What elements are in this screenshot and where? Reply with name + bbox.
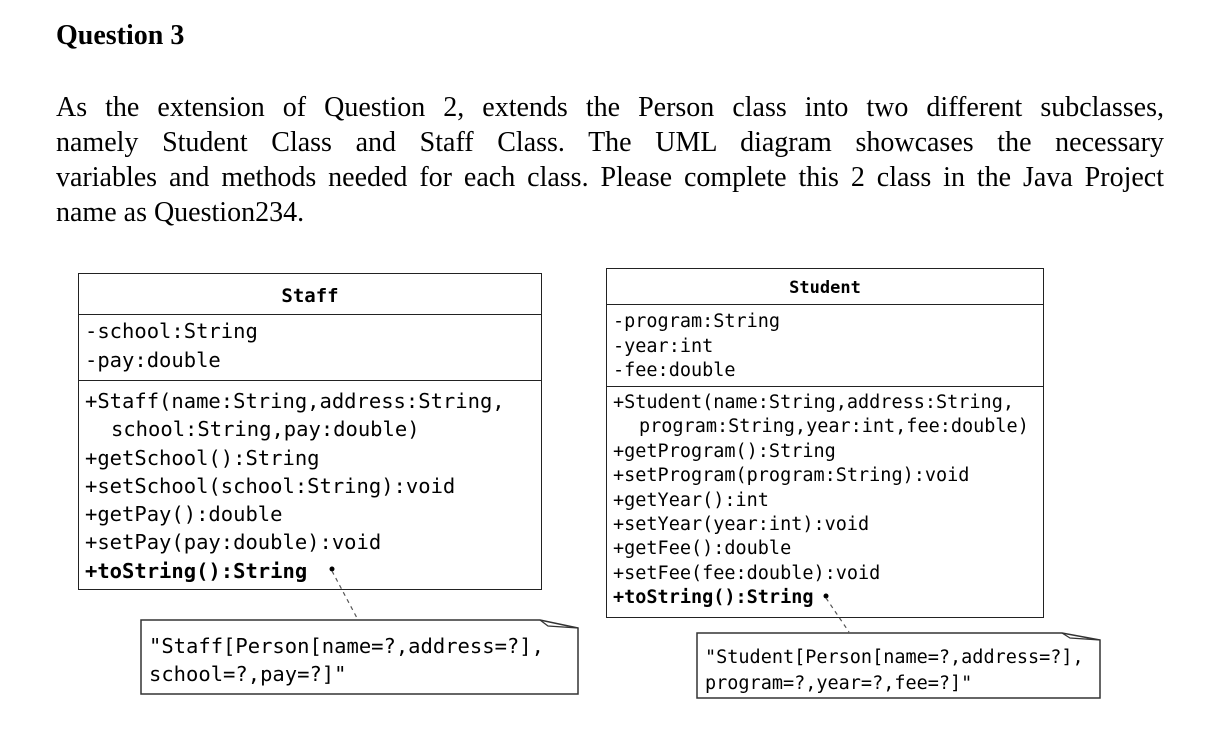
description-line: As the extension of Question 2, extends … [56, 92, 1164, 123]
student-attributes: -program:String -year:int -fee:double [607, 305, 1043, 387]
student-operation: +setYear(year:int):void [613, 514, 870, 536]
student-operation: +getFee():double [613, 538, 792, 560]
student-operation: +Student(name:String,address:String, [613, 392, 1014, 413]
staff-operation: +getPay():double [85, 502, 283, 527]
staff-operation: +setPay(pay:double):void [85, 530, 382, 555]
staff-operation: +setSchool(school:String):void [85, 473, 456, 498]
student-operation: +getYear():int [613, 489, 769, 511]
student-operations: +Student(name:String,address:String, pro… [607, 387, 1043, 611]
student-note-line: "Student[Person[name=?,address=?], [705, 647, 1084, 668]
student-operation: +setFee(fee:double):void [613, 562, 881, 584]
staff-operation: +getSchool():String [85, 445, 320, 470]
staff-operation: school:String,pay:double) [111, 417, 420, 442]
staff-class-name: Staff [79, 274, 541, 315]
staff-tostring-note: "Staff[Person[name=?,address=?], school=… [141, 620, 578, 694]
student-tostring-note: "Student[Person[name=?,address=?], progr… [697, 633, 1100, 698]
student-operation: program:String,year:int,fee:double) [639, 416, 1029, 438]
student-note-line: program=?,year=?,fee=?]" [705, 673, 973, 694]
description-line: name as Question234. [56, 197, 305, 228]
question-description: As the extension of Question 2, extends … [56, 90, 1164, 230]
staff-operation: +Staff(name:String,address:String, [85, 389, 505, 413]
staff-operations: +Staff(name:String,address:String, schoo… [79, 381, 541, 585]
student-attribute: -year:int [613, 335, 714, 357]
student-note-text: "Student[Person[name=?,address=?], progr… [705, 645, 1084, 697]
student-attribute: -fee:double [613, 360, 736, 381]
student-class-name: Student [607, 269, 1043, 305]
staff-note-line: school=?,pay=?]" [149, 662, 347, 686]
student-operation: +getProgram():String [613, 440, 836, 462]
student-class-box: Student -program:String -year:int -fee:d… [606, 268, 1044, 618]
student-operation: +setProgram(program:String):void [613, 465, 970, 487]
description-line: variables and methods needed for each cl… [56, 162, 1164, 193]
student-tostring-operation: +toString():String [613, 587, 814, 609]
student-attribute: -program:String [613, 311, 781, 332]
staff-attribute: -school:String [85, 319, 258, 343]
staff-attribute: -pay:double [85, 348, 221, 372]
staff-note-line: "Staff[Person[name=?,address=?], [149, 634, 544, 658]
staff-class-box: Staff -school:String -pay:double +Staff(… [78, 273, 542, 590]
staff-tostring-operation: +toString():String [85, 558, 308, 583]
staff-note-text: "Staff[Person[name=?,address=?], school=… [149, 632, 544, 688]
question-heading: Question 3 [56, 20, 185, 51]
description-line: namely Student Class and Staff Class. Th… [56, 127, 1164, 158]
staff-attributes: -school:String -pay:double [79, 315, 541, 381]
